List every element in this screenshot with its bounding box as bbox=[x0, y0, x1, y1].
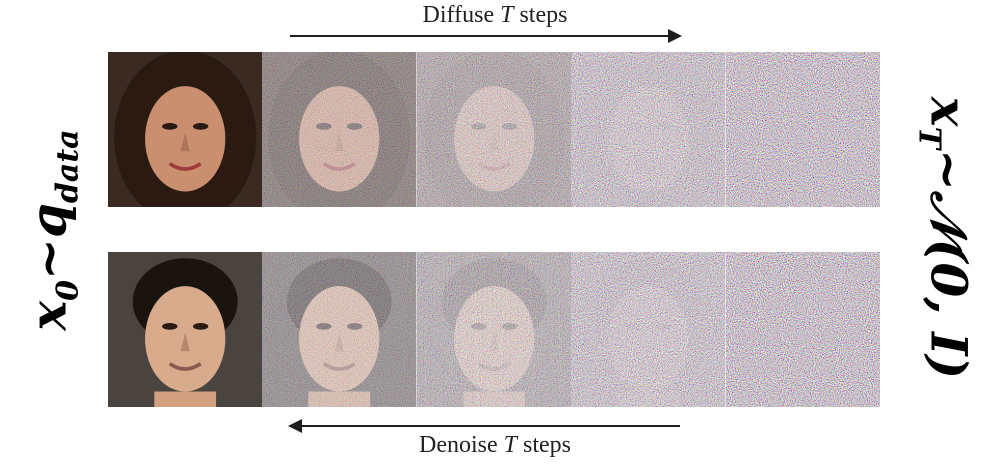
face-frame-step-2 bbox=[416, 52, 572, 207]
face-frame-step-1 bbox=[262, 252, 417, 407]
math-xT-sub: T bbox=[911, 126, 947, 150]
denoise-label-suffix: steps bbox=[517, 432, 571, 458]
face-frame-step-3 bbox=[571, 52, 726, 207]
reverse-arrow bbox=[288, 419, 680, 433]
denoise-label: Denoise T steps bbox=[0, 432, 990, 459]
face-frame-step-0 bbox=[108, 52, 263, 207]
diffusion-strip-top bbox=[108, 52, 880, 207]
arrow-head-right bbox=[668, 29, 682, 43]
math-normal: ~𝒩(0, I) bbox=[919, 149, 979, 380]
math-x0-sub: 0 bbox=[50, 279, 86, 301]
forward-arrow bbox=[290, 29, 682, 43]
denoise-label-prefix: Denoise bbox=[418, 432, 504, 458]
math-x0-base: x bbox=[18, 300, 78, 331]
arrow-head-left bbox=[288, 419, 302, 433]
diffuse-label: Diffuse T steps bbox=[0, 2, 990, 29]
face-frame-step-4 bbox=[725, 52, 880, 207]
math-q: ~q bbox=[18, 203, 78, 280]
diffuse-label-suffix: steps bbox=[513, 2, 568, 28]
diffuse-label-prefix: Diffuse bbox=[422, 2, 501, 28]
diffusion-strip-bottom bbox=[108, 252, 880, 407]
face-frame-step-4 bbox=[725, 252, 880, 407]
face-frame-step-3 bbox=[571, 252, 726, 407]
face-frame-step-1 bbox=[262, 52, 417, 207]
diffuse-label-var: T bbox=[500, 2, 514, 28]
face-frame-step-2 bbox=[416, 252, 572, 407]
math-q-sub: data bbox=[50, 129, 86, 204]
math-xT-base: x bbox=[919, 96, 979, 127]
face-frame-step-0 bbox=[108, 252, 263, 407]
denoise-label-var: T bbox=[503, 432, 517, 458]
